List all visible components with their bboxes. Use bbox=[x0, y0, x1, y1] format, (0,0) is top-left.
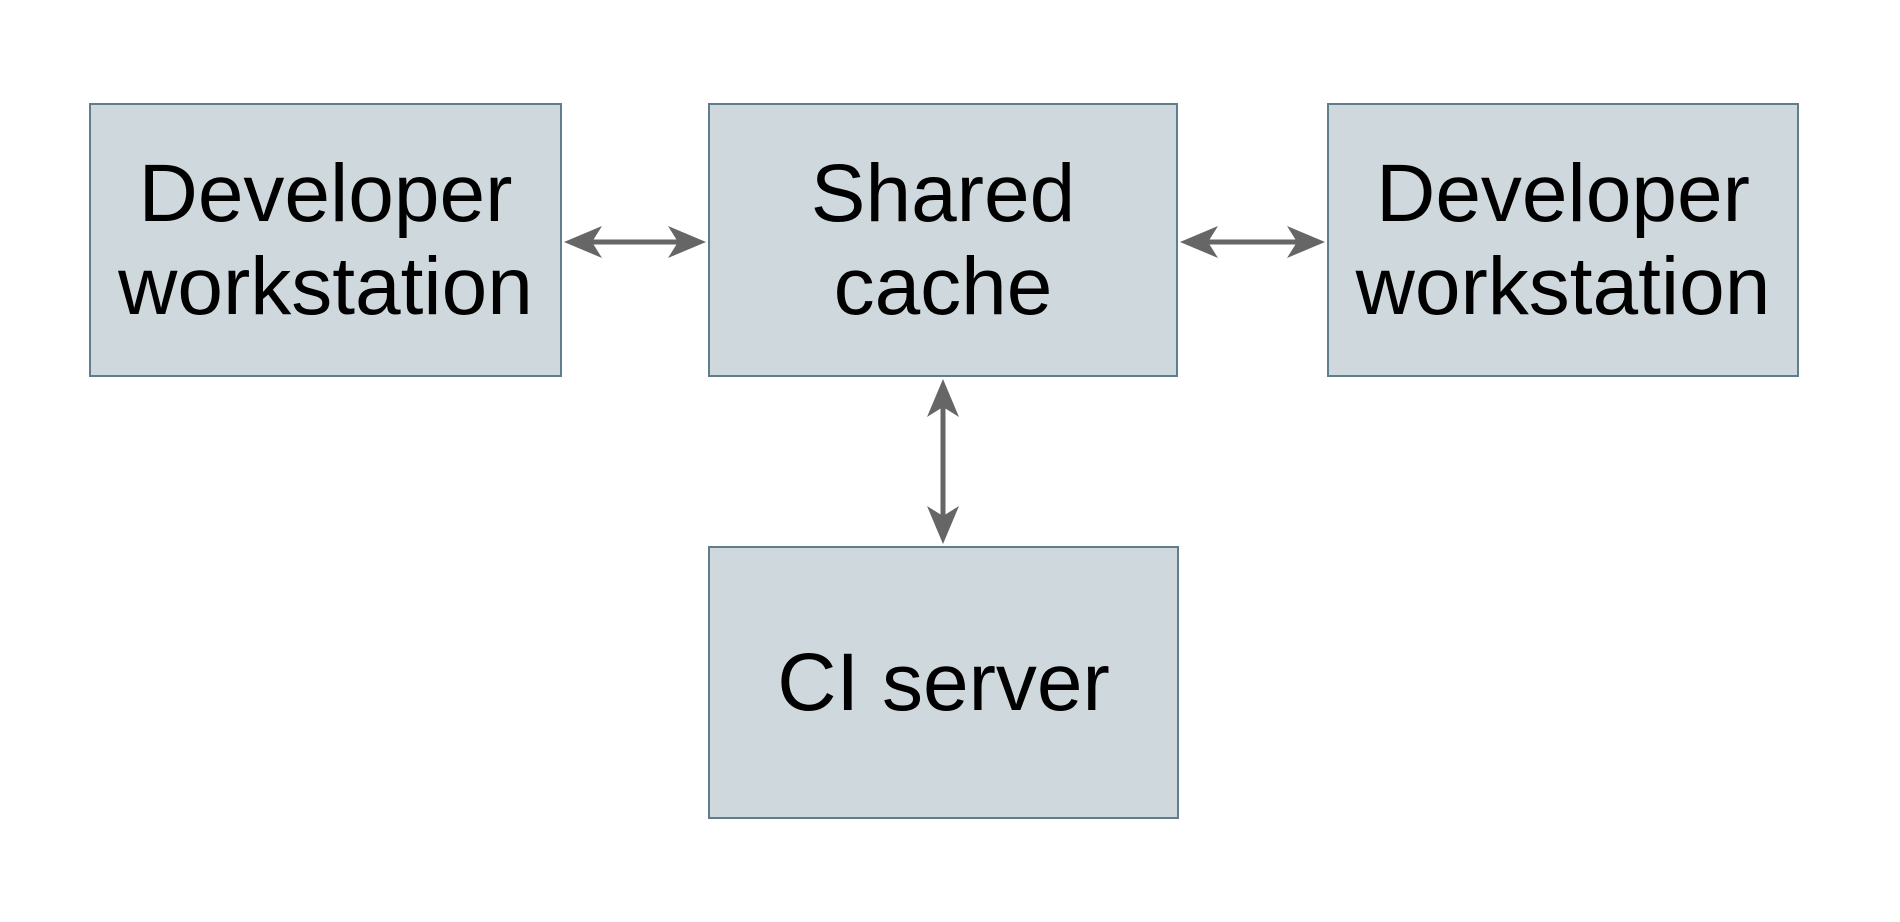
node-ci-server-label: CI server bbox=[777, 636, 1110, 728]
bidirectional-arrow-cache-ciserver-icon bbox=[927, 379, 959, 544]
node-developer-workstation-left: Developer workstation bbox=[89, 103, 562, 377]
node-ci-server: CI server bbox=[708, 546, 1179, 819]
node-developer-workstation-right-label: Developer workstation bbox=[1355, 147, 1771, 332]
node-developer-workstation-left-label: Developer workstation bbox=[118, 147, 533, 332]
node-shared-cache: Shared cache bbox=[708, 103, 1178, 377]
bidirectional-arrow-devleft-cache-icon bbox=[564, 226, 706, 258]
bidirectional-arrow-cache-devright-icon bbox=[1180, 226, 1325, 258]
node-developer-workstation-right: Developer workstation bbox=[1327, 103, 1799, 377]
node-shared-cache-label: Shared cache bbox=[810, 147, 1076, 332]
